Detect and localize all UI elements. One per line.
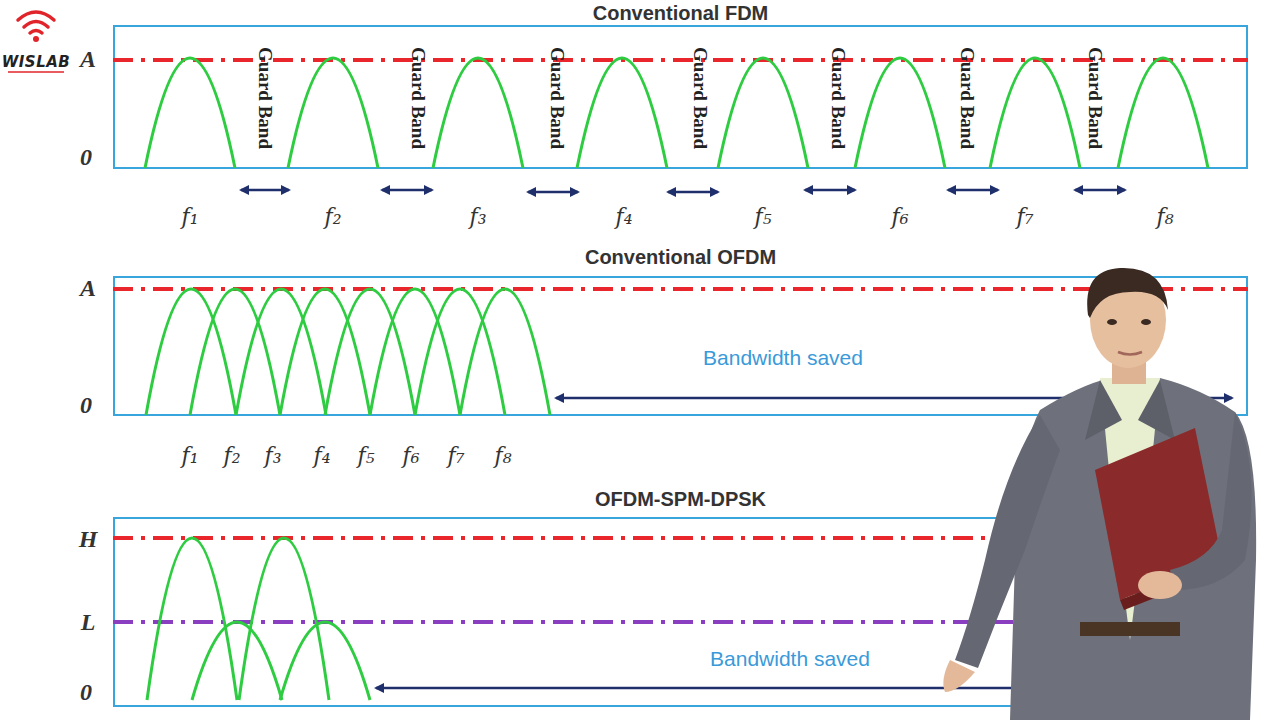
axis-value: 0: [80, 679, 92, 706]
guard-band-label: Guard Band: [827, 47, 849, 149]
wifi-logo: [18, 12, 54, 42]
guard-band-label: Guard Band: [254, 47, 276, 149]
axis-value: 0: [80, 392, 92, 419]
guard-band-label: Guard Band: [689, 47, 711, 149]
axis-value: A: [80, 275, 96, 302]
high-level-line: [113, 536, 1000, 540]
axis-value: H: [79, 526, 98, 553]
bandwidth-note: Bandwidth saved: [710, 647, 870, 671]
ofdm-subcarriers: [146, 289, 550, 415]
frequency-label: f₅: [358, 443, 375, 468]
spectrum-panel: Conventional FDM: [113, 25, 1248, 169]
frequency-label: f₁: [182, 204, 199, 229]
amplitude-line: [113, 58, 1248, 62]
frequency-label: f₄: [616, 204, 633, 229]
guard-band-label: Guard Band: [407, 47, 429, 149]
bandwidth-note: Bandwidth saved: [703, 346, 863, 370]
guard-band-label: Guard Band: [956, 47, 978, 149]
frequency-label: f₇: [448, 443, 465, 468]
logo-text: WISLAB: [2, 53, 71, 71]
frequency-label: f₃: [470, 204, 487, 229]
frequency-label: f₅: [755, 204, 772, 229]
guard-band-label: Guard Band: [546, 47, 568, 149]
frequency-label: f₇: [1017, 204, 1034, 229]
guard-band-label: Guard Band: [1084, 47, 1106, 149]
frequency-label: f₆: [403, 443, 420, 468]
frequency-label: f₈: [1157, 204, 1174, 229]
frequency-label: f₃: [265, 443, 282, 468]
spm-subcarriers: [147, 538, 370, 700]
frequency-label: f₂: [325, 204, 342, 229]
guard-band-arrows: [241, 190, 1125, 192]
fdm-subcarriers: [145, 58, 1208, 168]
frequency-label: f₆: [892, 204, 909, 229]
axis-value: A: [80, 46, 96, 73]
panel-heading: Conventional OFDM: [115, 246, 1246, 268]
panel-heading: Conventional FDM: [115, 2, 1246, 24]
frequency-label: f₄: [314, 443, 331, 468]
axis-value: L: [81, 609, 96, 636]
axis-value: 0: [80, 144, 92, 171]
frequency-label: f₁: [182, 443, 199, 468]
frequency-label: f₂: [224, 443, 241, 468]
frequency-label: f₈: [495, 443, 512, 468]
